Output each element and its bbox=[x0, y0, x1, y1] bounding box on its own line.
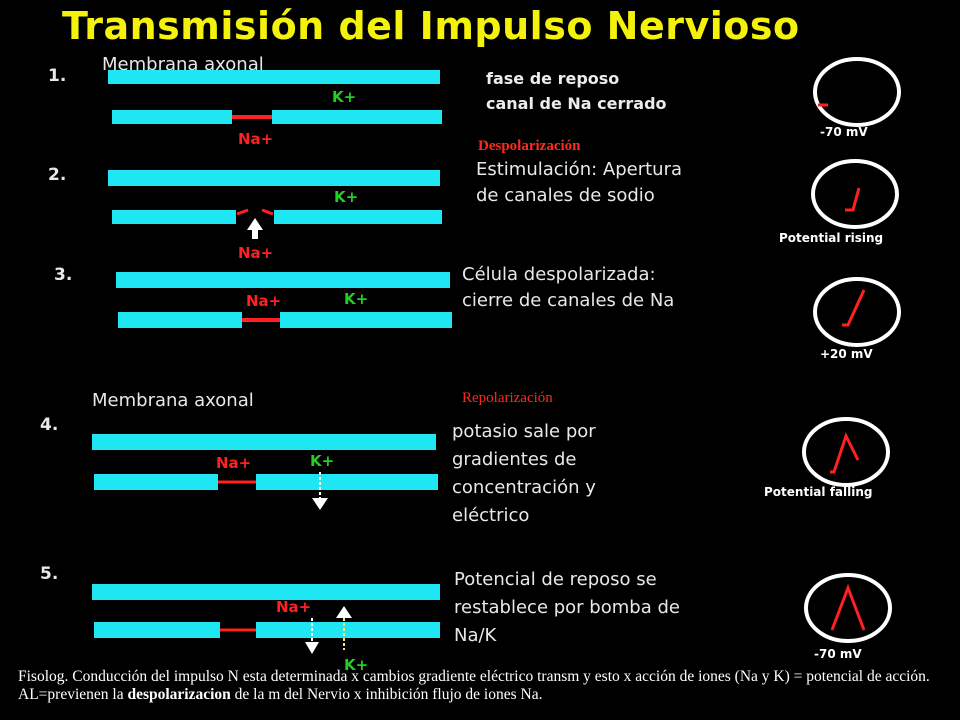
efflux-arrow bbox=[305, 642, 319, 654]
caption-part-2: de la m del Nervio x inhibición flujo de… bbox=[230, 686, 543, 703]
step-2-description: Estimulación: Apertura de canales de sod… bbox=[476, 157, 682, 209]
na-label: Na+ bbox=[246, 292, 281, 310]
step-5-description: Potencial de reposo se restablece por bo… bbox=[454, 566, 680, 650]
desc-line: gradientes de bbox=[452, 449, 577, 470]
section-label-repolarization: Repolarización bbox=[462, 390, 553, 406]
dial-label: Potential falling bbox=[764, 485, 873, 499]
step-1-description: fase de reposo canal de Na cerrado bbox=[486, 66, 667, 116]
section-label-depolarization: Despolarización bbox=[478, 138, 581, 154]
k-label: K+ bbox=[344, 656, 368, 674]
caption-part-1: Fisolog. Conducción del impulso N esta d… bbox=[18, 668, 930, 703]
step-4-number: 4. bbox=[40, 415, 59, 435]
step-4-description: potasio sale por gradientes de concentra… bbox=[452, 418, 596, 530]
membrane-bottom-right bbox=[256, 622, 440, 638]
step-1-header: Membrana axonal bbox=[102, 54, 264, 75]
desc-line: cierre de canales de Na bbox=[462, 290, 675, 311]
k-label: K+ bbox=[332, 88, 356, 106]
membrane-bottom-right bbox=[280, 312, 452, 328]
na-label: Na+ bbox=[276, 598, 311, 616]
step-3-membrane-diagram: Na+ K+ bbox=[116, 272, 452, 328]
desc-line: Na/K bbox=[454, 625, 497, 646]
desc-line: de canales de sodio bbox=[476, 185, 655, 206]
step-1-voltmeter: -70 mV bbox=[813, 57, 901, 139]
step-2-voltmeter: Potential rising bbox=[779, 159, 899, 245]
dial-label: Potential rising bbox=[779, 231, 883, 245]
influx-arrow bbox=[247, 218, 263, 230]
membrane-bottom-left bbox=[112, 210, 236, 224]
membrane-top bbox=[116, 272, 450, 288]
desc-line: Estimulación: Apertura bbox=[476, 159, 682, 180]
membrane-bottom-left bbox=[94, 474, 218, 490]
trace bbox=[842, 289, 866, 327]
k-label: K+ bbox=[310, 452, 334, 470]
slide-title: Transmisión del Impulso Nervioso bbox=[62, 4, 800, 48]
step-2-membrane-diagram: K+ Na+ bbox=[108, 170, 442, 262]
membrane-bottom-right bbox=[274, 210, 442, 224]
caption: Fisolog. Conducción del impulso N esta d… bbox=[18, 668, 948, 704]
trace bbox=[830, 583, 866, 631]
efflux-arrow bbox=[312, 498, 328, 510]
membrane-bottom-left bbox=[112, 110, 232, 124]
membrane-bottom-right bbox=[272, 110, 442, 124]
caption-bold: despolarizacion bbox=[127, 686, 231, 703]
membrane-bottom-left bbox=[118, 312, 242, 328]
step-1-number: 1. bbox=[48, 66, 67, 86]
na-label: Na+ bbox=[238, 244, 273, 262]
trace bbox=[830, 432, 860, 474]
step-2-number: 2. bbox=[48, 165, 67, 185]
membrane-top bbox=[108, 170, 440, 186]
step-3-number: 3. bbox=[54, 265, 73, 285]
membrane-top bbox=[92, 434, 436, 450]
trace bbox=[845, 187, 861, 212]
membrane-top bbox=[108, 70, 440, 84]
desc-line: Potencial de reposo se bbox=[454, 569, 657, 590]
desc-line: eléctrico bbox=[452, 505, 530, 526]
influx-arrow bbox=[336, 606, 352, 618]
step-5-voltmeter: -70 mV bbox=[804, 573, 892, 661]
step-4-voltmeter: Potential falling bbox=[764, 417, 890, 499]
step-3-description: Célula despolarizada: cierre de canales … bbox=[462, 262, 674, 314]
step-3-voltmeter: +20 mV bbox=[813, 277, 901, 361]
desc-line: Célula despolarizada: bbox=[462, 264, 656, 285]
na-label: Na+ bbox=[238, 130, 273, 148]
step-5-membrane-diagram: Na+ K+ bbox=[92, 584, 440, 674]
na-label: Na+ bbox=[216, 454, 251, 472]
desc-line: potasio sale por bbox=[452, 421, 596, 442]
membrane-bottom-right bbox=[256, 474, 438, 490]
desc-line: concentración y bbox=[452, 477, 596, 498]
desc-line: canal de Na cerrado bbox=[486, 94, 667, 113]
k-label: K+ bbox=[334, 188, 358, 206]
step-4-membrane-diagram: Na+ K+ bbox=[92, 434, 438, 510]
membrane-bottom-left bbox=[94, 622, 220, 638]
step-5-number: 5. bbox=[40, 564, 59, 584]
desc-line: restablece por bomba de bbox=[454, 597, 680, 618]
dial-label: +20 mV bbox=[820, 347, 873, 361]
dial-label: -70 mV bbox=[814, 647, 862, 661]
step-4-header: Membrana axonal bbox=[92, 390, 254, 411]
dial-label: -70 mV bbox=[820, 125, 868, 139]
k-label: K+ bbox=[344, 290, 368, 308]
membrane-top bbox=[92, 584, 440, 600]
desc-line: fase de reposo bbox=[486, 69, 620, 88]
step-1-membrane-diagram: K+ Na+ bbox=[108, 70, 442, 148]
